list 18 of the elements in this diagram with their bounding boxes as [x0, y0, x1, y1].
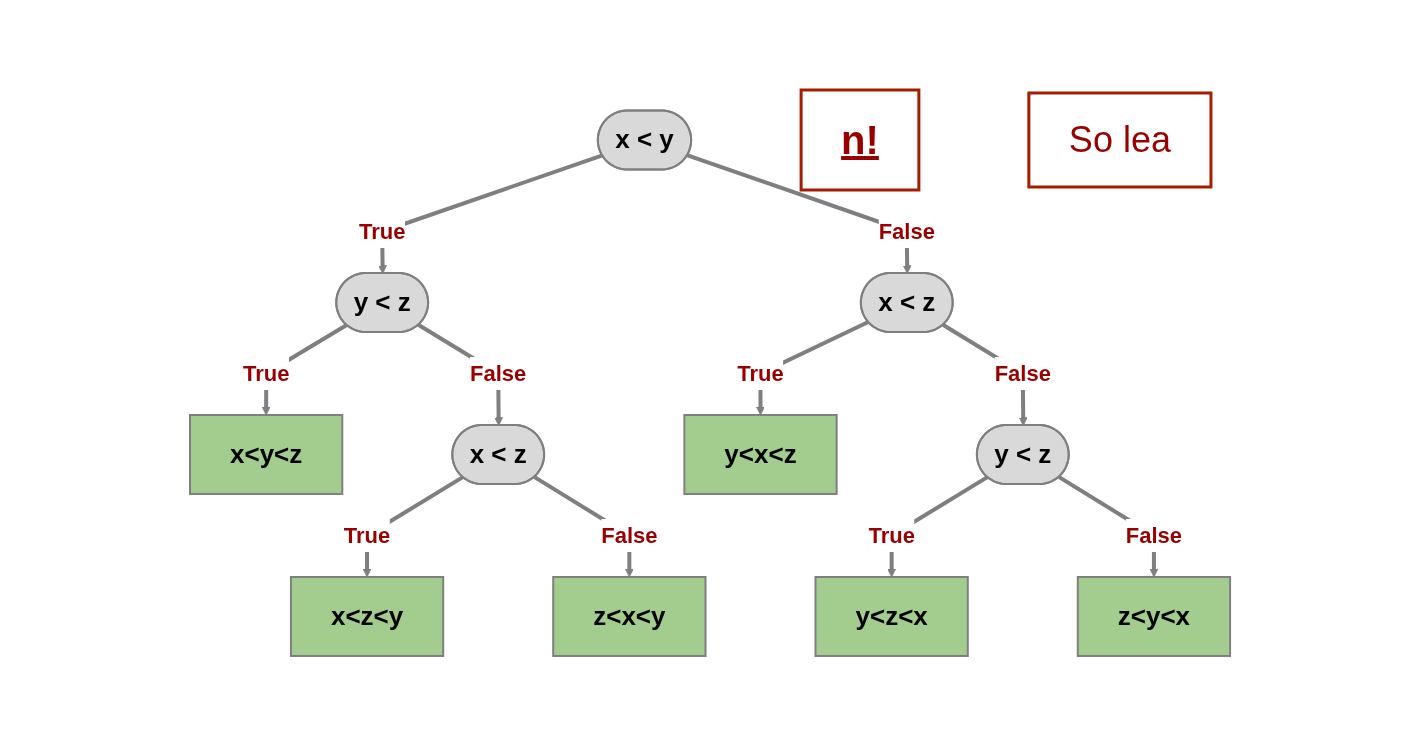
node-box: y<x<z [683, 413, 838, 495]
edge-label: True [242, 360, 290, 386]
node-box: z<x<y [552, 575, 707, 657]
edge-label: False [601, 522, 658, 548]
edge-label: False [1125, 522, 1183, 548]
node-box: x<z<y [289, 575, 445, 657]
edge-label: True [868, 522, 915, 548]
edge-label: False [470, 360, 527, 386]
edge-label: True [737, 360, 784, 386]
node-box: n! [799, 88, 921, 191]
node-box: So lea [1027, 91, 1213, 188]
edge-label: False [878, 218, 935, 244]
node-box: y<z<x [814, 575, 969, 657]
edge-label: True [343, 522, 391, 548]
node-box: z<y<x [1076, 575, 1232, 657]
edge-label: False [994, 360, 1051, 386]
node-box: x<y<z [188, 413, 344, 495]
edge-label: True [358, 218, 406, 244]
